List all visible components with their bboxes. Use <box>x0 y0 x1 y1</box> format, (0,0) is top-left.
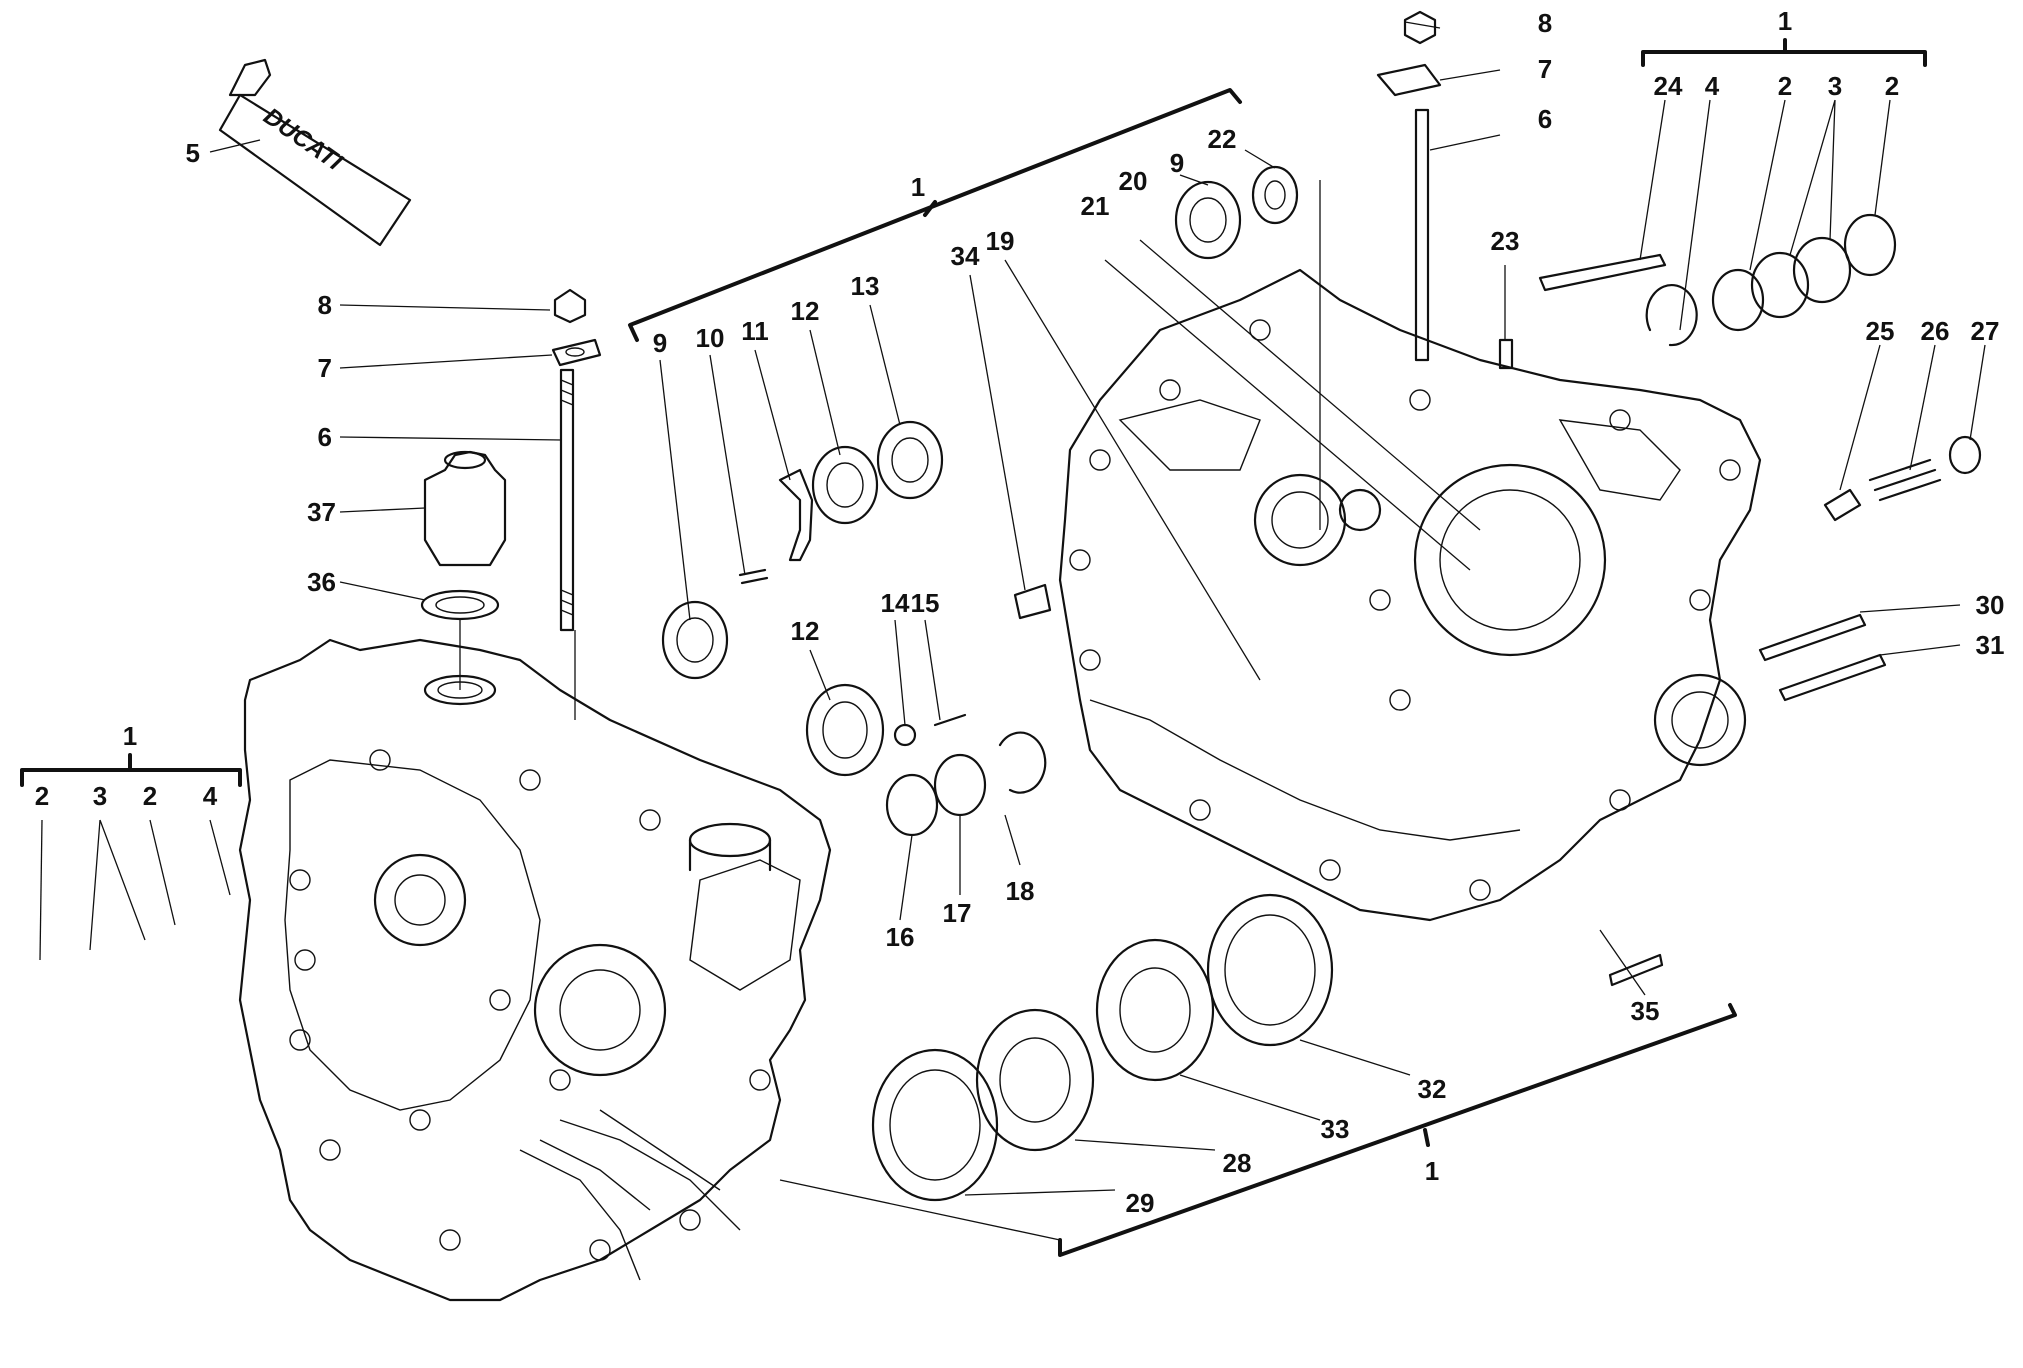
label-part-30: 30 <box>1976 590 2005 620</box>
label-part-13: 13 <box>851 271 880 301</box>
label-part-2-left-b: 2 <box>143 781 157 811</box>
callout-labels: 1 2 3 2 4 5 8 7 6 37 36 1 9 10 11 12 13 … <box>35 6 2005 1218</box>
label-part-4-right: 4 <box>1705 71 1720 101</box>
label-part-2-right-b: 2 <box>1885 71 1899 101</box>
grease-tube: DUCATI <box>218 58 412 247</box>
label-part-14: 14 <box>881 588 910 618</box>
label-part-36: 36 <box>307 567 336 597</box>
label-part-20: 20 <box>1119 166 1148 196</box>
label-part-9-middle: 9 <box>653 328 667 358</box>
filter-cap-and-seal <box>420 450 507 621</box>
left-stud-assembly <box>551 288 602 632</box>
label-part-3-right: 3 <box>1828 71 1842 101</box>
label-part-2-left-a: 2 <box>35 781 49 811</box>
group-braces <box>20 38 1927 1257</box>
label-part-25: 25 <box>1866 316 1895 346</box>
label-part-11: 11 <box>741 316 769 346</box>
label-part-31: 31 <box>1976 630 2005 660</box>
label-part-26: 26 <box>1921 316 1950 346</box>
label-part-1-left: 1 <box>123 721 137 751</box>
label-part-5: 5 <box>186 138 200 168</box>
label-part-34: 34 <box>951 241 980 271</box>
label-part-1-right: 1 <box>1778 6 1792 36</box>
left-crankcase-half <box>238 638 832 1302</box>
label-part-18: 18 <box>1006 876 1035 906</box>
label-part-22: 22 <box>1208 124 1237 154</box>
label-part-3-left: 3 <box>93 781 107 811</box>
middle-bearing-set <box>661 420 1052 837</box>
label-part-12-a: 12 <box>791 296 820 326</box>
label-part-19: 19 <box>986 226 1015 256</box>
label-part-23: 23 <box>1491 226 1520 256</box>
label-part-12-b: 12 <box>791 616 820 646</box>
label-part-9-right: 9 <box>1170 148 1184 178</box>
label-part-4-left: 4 <box>203 781 218 811</box>
label-part-6-left: 6 <box>318 422 332 452</box>
tube-brand-text: DUCATI <box>259 103 348 177</box>
label-part-24: 24 <box>1654 71 1683 101</box>
label-part-37: 37 <box>307 497 336 527</box>
label-part-28: 28 <box>1223 1148 1252 1178</box>
label-part-6-right: 6 <box>1538 104 1552 134</box>
label-part-1-bottom: 1 <box>1425 1156 1439 1186</box>
leader-lines <box>39 21 1986 1241</box>
label-part-27: 27 <box>1971 316 2000 346</box>
label-part-16: 16 <box>886 922 915 952</box>
label-part-7-left: 7 <box>318 353 332 383</box>
label-part-29: 29 <box>1126 1188 1155 1218</box>
label-part-32: 32 <box>1418 1074 1447 1104</box>
label-part-7-right: 7 <box>1538 54 1552 84</box>
label-part-35: 35 <box>1631 996 1660 1026</box>
label-part-1-middle: 1 <box>911 172 925 202</box>
label-part-21: 21 <box>1081 191 1110 221</box>
label-part-8-right: 8 <box>1538 8 1552 38</box>
right-crankcase-half <box>1058 268 1762 922</box>
label-part-33: 33 <box>1321 1114 1350 1144</box>
bottom-bearings <box>871 893 1334 1202</box>
right-top-parts <box>1174 10 1982 987</box>
label-part-10: 10 <box>696 323 725 353</box>
label-part-15: 15 <box>911 588 940 618</box>
label-part-2-right-a: 2 <box>1778 71 1792 101</box>
label-part-8-left: 8 <box>318 290 332 320</box>
label-part-17: 17 <box>943 898 972 928</box>
